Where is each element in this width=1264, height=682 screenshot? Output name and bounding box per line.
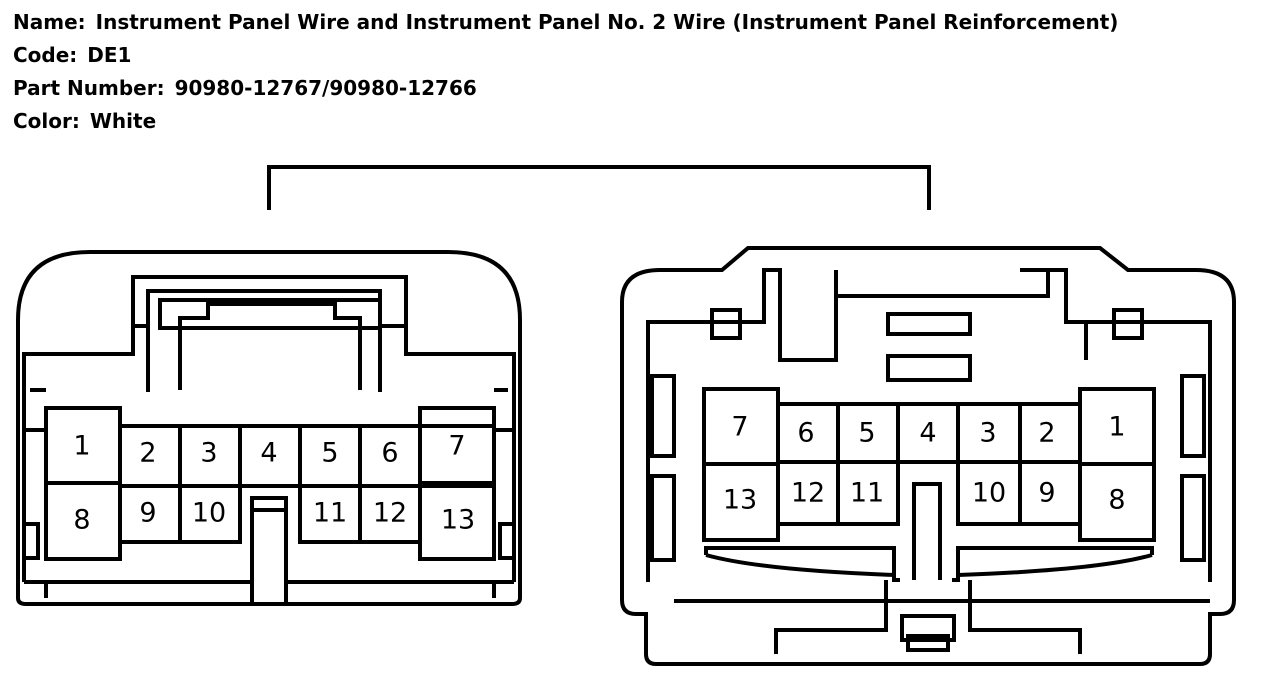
left-pin-6: 6 xyxy=(381,438,398,469)
left-pin-5: 5 xyxy=(321,438,338,469)
right-connector-cavities xyxy=(702,387,1156,580)
right-pin-10: 10 xyxy=(972,478,1006,509)
left-pin-13: 13 xyxy=(441,505,475,536)
name-value: Instrument Panel Wire and Instrument Pan… xyxy=(95,10,1119,34)
part-number-row: Part Number: 90980-12767/90980-12766 xyxy=(13,72,1118,105)
left-pin-7: 7 xyxy=(448,431,465,462)
right-pin-8: 8 xyxy=(1108,485,1125,516)
name-row: Name: Instrument Panel Wire and Instrumen… xyxy=(13,6,1118,39)
right-pin-5: 5 xyxy=(858,418,875,449)
name-label: Name: xyxy=(13,10,86,34)
code-label: Code: xyxy=(13,43,78,67)
right-pin-6: 6 xyxy=(797,418,814,449)
connector-info: Name: Instrument Panel Wire and Instrumen… xyxy=(13,6,1118,138)
right-pin-9: 9 xyxy=(1038,478,1055,509)
part-number-label: Part Number: xyxy=(13,76,165,100)
part-number-value: 90980-12767/90980-12766 xyxy=(174,76,477,100)
right-connector-pin-labels: 7 6 5 4 3 2 1 13 12 11 10 9 8 xyxy=(723,412,1126,516)
code-value: DE1 xyxy=(87,43,132,67)
left-pin-11: 11 xyxy=(313,498,347,529)
left-pin-8: 8 xyxy=(73,505,90,536)
left-pin-10: 10 xyxy=(192,498,226,529)
code-row: Code: DE1 xyxy=(13,39,1118,72)
right-pin-7: 7 xyxy=(731,412,748,443)
left-pin-9: 9 xyxy=(139,498,156,529)
left-pin-12: 12 xyxy=(373,498,407,529)
right-pin-2: 2 xyxy=(1038,418,1055,449)
mating-bracket xyxy=(267,165,931,210)
right-pin-1: 1 xyxy=(1108,412,1125,443)
left-pin-2: 2 xyxy=(139,438,156,469)
right-pin-13: 13 xyxy=(723,485,757,516)
left-pin-3: 3 xyxy=(200,438,217,469)
color-row: Color: White xyxy=(13,105,1118,138)
left-connector-housing xyxy=(16,250,522,606)
right-connector-housing xyxy=(620,246,1236,666)
left-connector-cavities xyxy=(44,406,496,582)
left-pin-1: 1 xyxy=(73,431,90,462)
right-pin-12: 12 xyxy=(791,478,825,509)
color-label: Color: xyxy=(13,109,80,133)
right-pin-11: 11 xyxy=(850,478,884,509)
left-pin-4: 4 xyxy=(260,438,277,469)
color-value: White xyxy=(89,109,157,133)
right-pin-4: 4 xyxy=(919,418,936,449)
right-pin-3: 3 xyxy=(979,418,996,449)
